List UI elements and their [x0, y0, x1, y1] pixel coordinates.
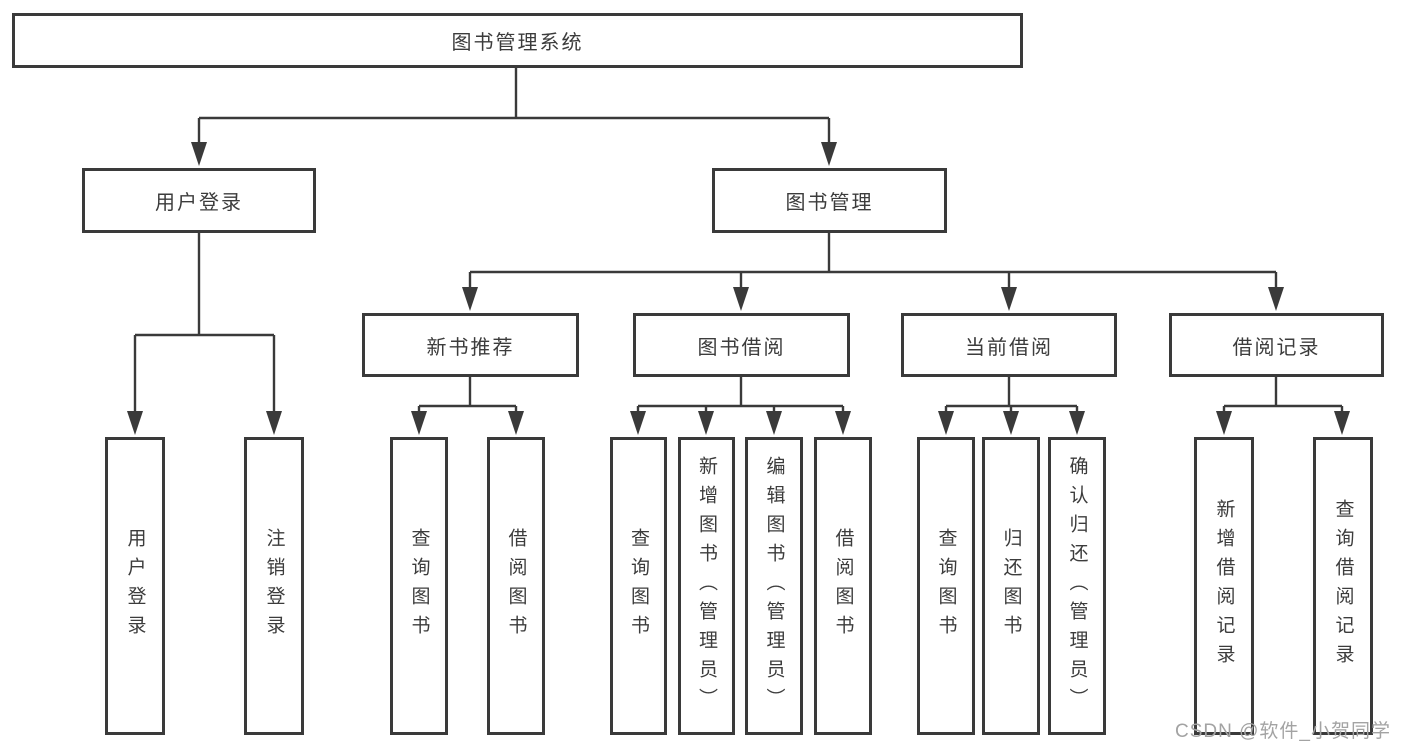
node-current-borrow-label: 当前借阅	[965, 336, 1053, 359]
leaf-confirm-return-admin-label: 确认归还（管理员）	[1066, 455, 1088, 717]
watermark: CSDN @软件_小贺同学	[1175, 721, 1391, 742]
leaf-query-books-current-label: 查询图书	[935, 528, 957, 644]
leaf-query-books-recommend: 查询图书	[390, 437, 448, 735]
leaf-query-borrow-record: 查询借阅记录	[1313, 437, 1373, 735]
node-book-borrow-label: 图书借阅	[697, 336, 786, 359]
node-book-mgmt-label: 图书管理	[785, 192, 874, 214]
leaf-borrow-books: 借阅图书	[814, 437, 872, 735]
node-current-borrow: 当前借阅	[901, 313, 1117, 377]
node-user-login: 用户登录	[82, 168, 316, 233]
leaf-user-login-label: 用户登录	[124, 528, 146, 644]
leaf-add-borrow-record-label: 新增借阅记录	[1213, 499, 1235, 673]
leaf-edit-book-admin-label: 编辑图书（管理员）	[763, 455, 785, 717]
node-borrow-records-label: 借阅记录	[1232, 336, 1321, 359]
leaf-logout: 注销登录	[244, 437, 304, 735]
leaf-borrow-books-label: 借阅图书	[832, 528, 854, 644]
leaf-add-borrow-record: 新增借阅记录	[1194, 437, 1254, 735]
leaf-confirm-return-admin: 确认归还（管理员）	[1048, 437, 1106, 735]
node-root-label: 图书管理系统	[451, 32, 584, 54]
leaf-add-book-admin-label: 新增图书（管理员）	[696, 455, 717, 717]
leaf-query-books-borrow-label: 查询图书	[628, 528, 649, 644]
leaf-query-borrow-record-label: 查询借阅记录	[1332, 499, 1354, 673]
leaf-return-book-label: 归还图书	[1000, 528, 1022, 644]
leaf-borrow-books-recommend-label: 借阅图书	[505, 528, 527, 644]
node-new-book-recommend-label: 新书推荐	[426, 336, 515, 359]
node-book-borrow: 图书借阅	[633, 313, 850, 377]
node-new-book-recommend: 新书推荐	[362, 313, 579, 377]
leaf-logout-label: 注销登录	[263, 528, 285, 644]
leaf-edit-book-admin: 编辑图书（管理员）	[745, 437, 803, 735]
leaf-query-books-current: 查询图书	[917, 437, 975, 735]
leaf-query-books-recommend-label: 查询图书	[408, 528, 430, 644]
leaf-query-books-borrow: 查询图书	[610, 437, 667, 735]
node-borrow-records: 借阅记录	[1169, 313, 1384, 377]
node-user-login-label: 用户登录	[155, 192, 243, 214]
leaf-user-login: 用户登录	[105, 437, 165, 735]
leaf-add-book-admin: 新增图书（管理员）	[678, 437, 735, 735]
node-root: 图书管理系统	[12, 13, 1023, 68]
node-book-mgmt: 图书管理	[712, 168, 947, 233]
leaf-borrow-books-recommend: 借阅图书	[487, 437, 545, 735]
leaf-return-book: 归还图书	[982, 437, 1040, 735]
